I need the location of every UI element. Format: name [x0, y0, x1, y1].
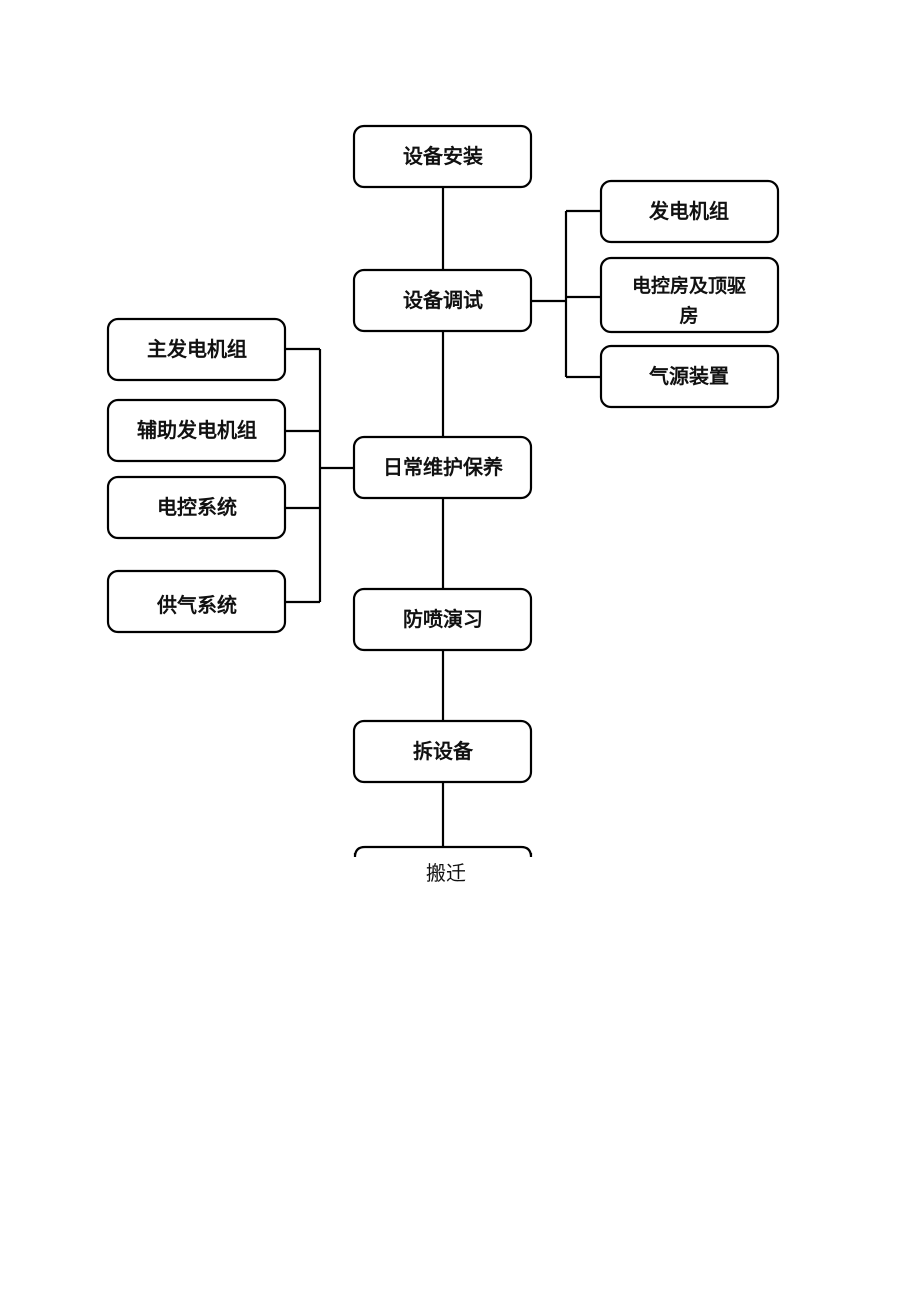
node-install-label: 设备安装: [403, 144, 483, 168]
node-blowout-drill: 防喷演习: [352, 587, 533, 652]
node-dismantle-label: 拆设备: [413, 739, 474, 763]
node-maintenance: 日常维护保养: [352, 435, 533, 500]
node-maintenance-label: 日常维护保养: [383, 455, 503, 479]
node-install: 设备安装: [352, 124, 533, 189]
node-electric-control: 电控系统: [106, 475, 287, 540]
node-relocate-label: 搬迁: [426, 861, 466, 885]
node-main-generator-label: 主发电机组: [147, 337, 247, 361]
node-air-source-label: 气源装置: [648, 364, 729, 388]
node-control-room: 电控房及顶驱 房: [599, 256, 780, 334]
node-main-generator: 主发电机组: [106, 317, 287, 382]
node-generator-set-label: 发电机组: [648, 199, 729, 223]
node-air-source: 气源装置: [599, 344, 780, 409]
node-aux-generator: 辅助发电机组: [106, 398, 287, 463]
node-generator-set: 发电机组: [599, 179, 780, 244]
node-commission-label: 设备调试: [403, 288, 483, 312]
node-air-supply: 供气系统: [106, 569, 287, 634]
node-commission: 设备调试: [352, 268, 533, 333]
node-dismantle: 拆设备: [352, 719, 533, 784]
node-relocate-box-top: [353, 845, 533, 858]
node-electric-control-label: 电控系统: [157, 495, 237, 519]
node-air-supply-label: 供气系统: [156, 593, 237, 617]
node-control-room-label-line2: 房: [679, 304, 698, 327]
node-blowout-drill-label: 防喷演习: [403, 607, 483, 631]
node-control-room-label-line1: 电控房及顶驱: [632, 274, 746, 297]
node-aux-generator-label: 辅助发电机组: [137, 418, 257, 442]
